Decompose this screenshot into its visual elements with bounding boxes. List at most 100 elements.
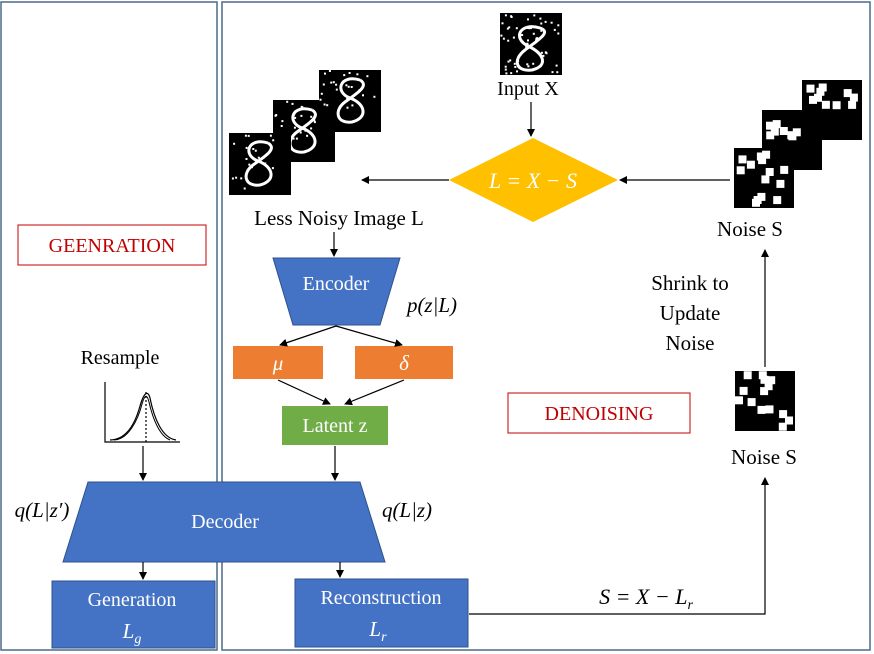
mu-block <box>233 346 323 379</box>
noise-pixel <box>500 34 503 37</box>
noise-stack-top <box>734 80 862 208</box>
noise-pixel <box>293 126 296 129</box>
noise-pixel <box>504 68 507 71</box>
noise-pixel <box>747 398 756 407</box>
generation-panel <box>0 1 218 651</box>
input-digit-image <box>500 13 562 75</box>
noise-pixel <box>310 127 313 130</box>
noise-pixel <box>281 120 284 123</box>
noise-pixel <box>780 165 789 174</box>
decoder-block <box>62 481 386 563</box>
noise-pixel <box>350 86 353 88</box>
noise-pixel <box>247 134 250 137</box>
noise-pixel <box>240 177 243 180</box>
less-noisy-image-stack <box>229 70 381 195</box>
noise-pixel <box>516 70 518 73</box>
noise-pixel <box>772 120 781 129</box>
shrink-line-3: Noise <box>666 331 715 355</box>
less-noisy-image-label: Less Noisy Image L <box>254 206 424 230</box>
noise-pixel <box>345 84 348 87</box>
noise-pixel <box>773 196 782 205</box>
noise-pixel <box>335 83 338 86</box>
noise-pixel <box>328 70 331 72</box>
noise-pixel <box>761 175 770 184</box>
noise-pixel <box>319 98 322 101</box>
generation-label-box <box>17 224 207 266</box>
noise-pixel <box>760 387 769 396</box>
noise-pixel <box>765 405 774 414</box>
noise-pixel <box>348 72 351 74</box>
noise-pixel <box>313 121 316 124</box>
noise-pixel <box>373 95 376 98</box>
noise-pixel <box>231 177 234 180</box>
shrink-line-2: Update <box>660 301 721 325</box>
noise-pixel <box>776 179 785 188</box>
noise-pixel <box>764 382 773 391</box>
noise-pixel <box>738 155 747 164</box>
residual-diamond <box>449 138 618 222</box>
noise-pixel <box>362 94 364 97</box>
noise-pixel <box>758 156 767 165</box>
noise-pixel <box>324 72 326 75</box>
noise-pixel <box>555 64 558 67</box>
noise-pixel <box>366 75 369 78</box>
noise-pixel <box>809 95 817 104</box>
diamond-equation: L = X − S <box>488 168 577 193</box>
noise-pixel <box>330 81 333 84</box>
noise-pixel <box>346 106 349 109</box>
noise-pixel <box>286 100 289 103</box>
noise-pixel <box>757 192 766 201</box>
noise-pixel <box>752 198 760 207</box>
noise-pixel <box>506 27 509 30</box>
noise-pixel <box>514 66 517 68</box>
noise-pixel <box>235 176 238 179</box>
noise-pixel <box>304 129 307 132</box>
noise-pixel <box>233 142 236 145</box>
q-l-given-zprime: q(L|z′) <box>15 498 70 522</box>
noise-pixel <box>291 102 294 105</box>
noise-pixel <box>347 85 350 88</box>
delta-label: δ <box>399 351 410 375</box>
noise-pixel <box>264 162 267 165</box>
noise-pixel <box>280 125 283 127</box>
noise-pixel <box>510 72 513 75</box>
noise-pixel <box>553 28 556 31</box>
noise-pixel <box>300 114 303 117</box>
noise-pixel <box>544 51 547 54</box>
noise-pixel <box>306 134 309 137</box>
noise-pixel <box>779 410 788 419</box>
noise-pixel <box>527 65 530 68</box>
noise-pixel <box>322 83 325 86</box>
noise-pixel <box>746 160 755 169</box>
noise-pixel <box>818 83 827 92</box>
noise-pixel <box>339 105 342 108</box>
noise-pixel <box>272 139 275 142</box>
noise-pixel <box>521 34 524 36</box>
noise-pixel <box>343 74 346 77</box>
noise-pixel <box>507 60 510 63</box>
noise-pixel <box>245 146 248 149</box>
noise-pixel <box>557 32 560 35</box>
noise-pixel <box>785 416 793 425</box>
distribution-curve-icon <box>104 382 180 443</box>
noise-pixel <box>248 163 251 166</box>
noise-pixel <box>504 65 507 68</box>
noise-pixel <box>248 146 251 149</box>
noise-pixel <box>540 22 543 25</box>
generation-block <box>51 580 216 649</box>
noise-pixel <box>508 26 511 29</box>
noise-pixel <box>849 93 858 102</box>
generation-symbol: Lg <box>122 619 142 647</box>
noise-pixel <box>843 89 852 98</box>
noise-pixel <box>533 14 536 17</box>
noise-pixel <box>502 37 505 40</box>
noise-pixel <box>245 158 248 160</box>
noise-pixel <box>765 168 774 176</box>
residual-equation: S = X − Lr <box>599 584 693 613</box>
noise-pixel <box>292 137 295 140</box>
noise-pixel <box>509 59 512 62</box>
noise-pixel <box>269 134 272 137</box>
noise-pixel <box>268 143 271 146</box>
noise-pixel <box>532 32 535 35</box>
